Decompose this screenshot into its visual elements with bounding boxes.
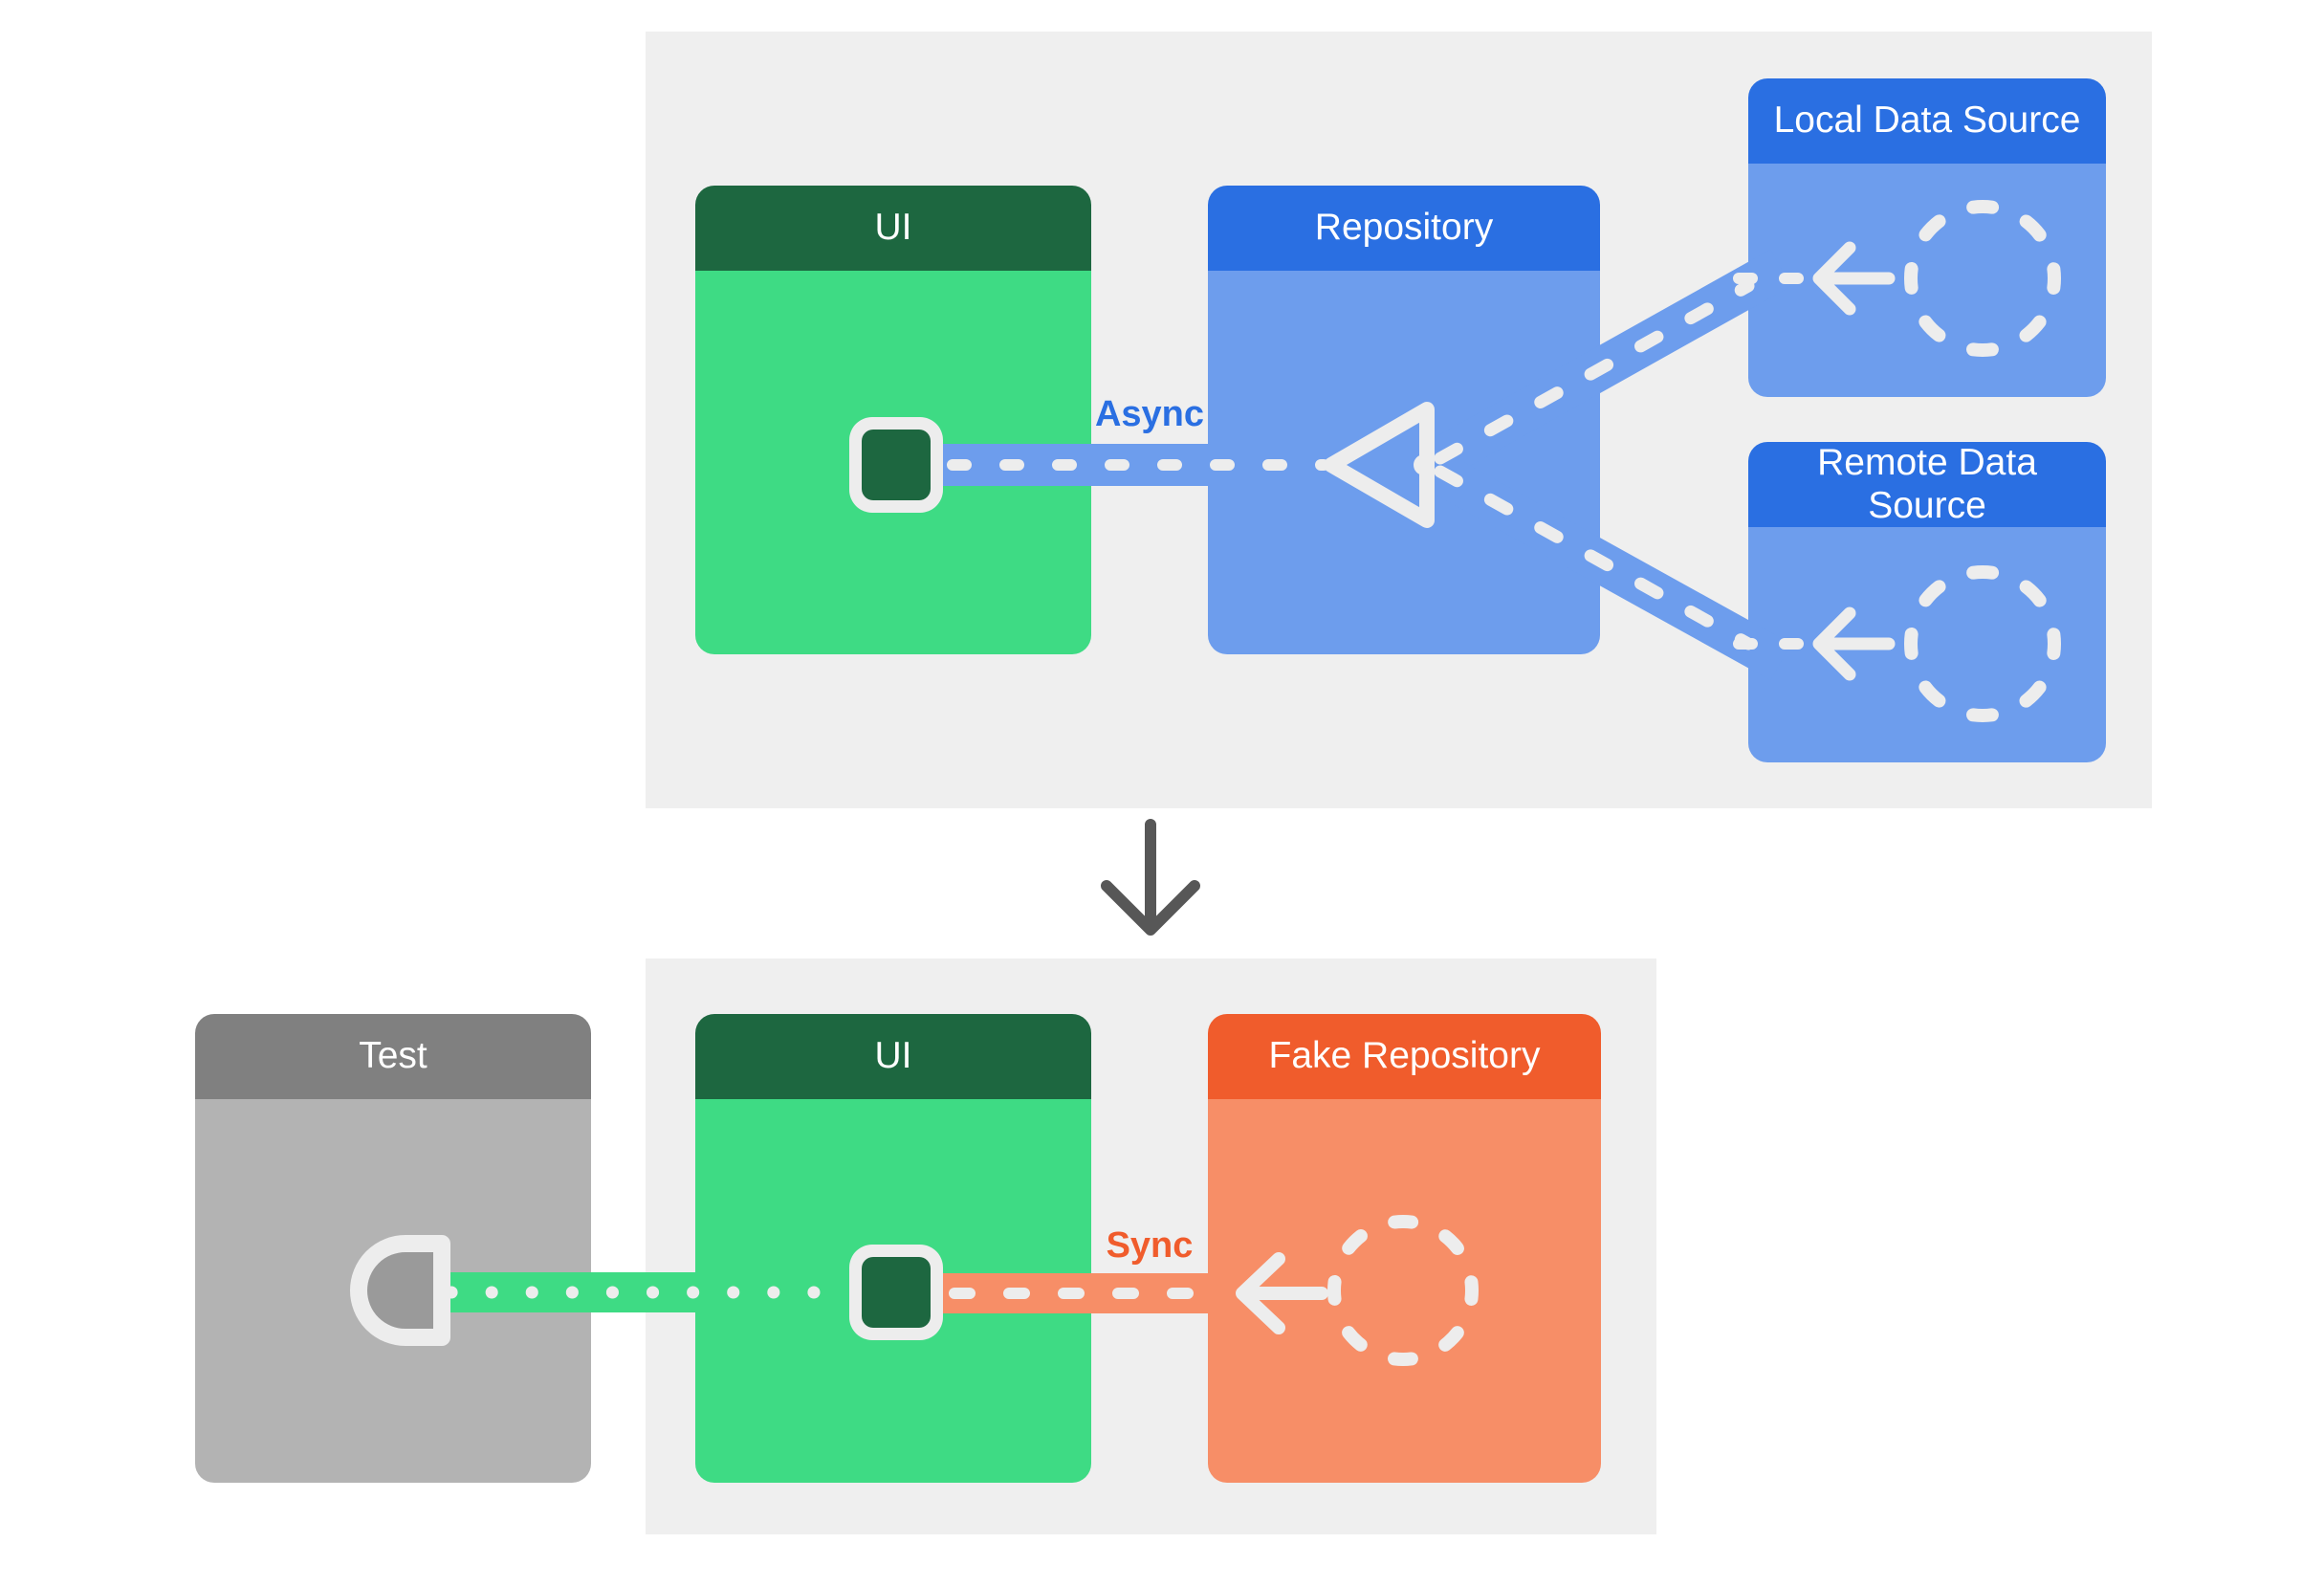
test-box-label: Test	[359, 1035, 428, 1077]
repository-label: Repository	[1314, 207, 1494, 249]
test-box: Test	[195, 1014, 591, 1483]
fake-repository-body	[1208, 1099, 1601, 1483]
ui-box-bottom-body	[695, 1099, 1091, 1483]
ui-box-top-body	[695, 271, 1091, 654]
fake-repository-header: Fake Repository	[1208, 1014, 1601, 1099]
repository-body	[1208, 271, 1600, 654]
remote-data-source-label: Remote Data Source	[1817, 442, 2037, 526]
test-box-body	[195, 1099, 591, 1483]
ui-box-top: UI	[695, 186, 1091, 654]
repository-header: Repository	[1208, 186, 1600, 271]
local-data-source-body	[1748, 164, 2106, 397]
repository-box: Repository	[1208, 186, 1600, 654]
async-label: Async	[1094, 394, 1205, 434]
remote-data-source-box: Remote Data Source	[1748, 442, 2106, 762]
remote-data-source-body	[1748, 527, 2106, 762]
ui-box-bottom-label: UI	[874, 1035, 912, 1077]
ui-box-top-header: UI	[695, 186, 1091, 271]
ui-box-top-label: UI	[874, 207, 912, 249]
fake-repository-label: Fake Repository	[1268, 1035, 1541, 1077]
fake-repository-box: Fake Repository	[1208, 1014, 1601, 1483]
remote-data-source-header: Remote Data Source	[1748, 442, 2106, 527]
test-box-header: Test	[195, 1014, 591, 1099]
local-data-source-label: Local Data Source	[1773, 99, 2081, 142]
ui-box-bottom-header: UI	[695, 1014, 1091, 1099]
local-data-source-box: Local Data Source	[1748, 78, 2106, 397]
sync-label: Sync	[1106, 1225, 1194, 1266]
local-data-source-header: Local Data Source	[1748, 78, 2106, 164]
ui-box-bottom: UI	[695, 1014, 1091, 1483]
down-arrow-icon	[1101, 819, 1200, 936]
